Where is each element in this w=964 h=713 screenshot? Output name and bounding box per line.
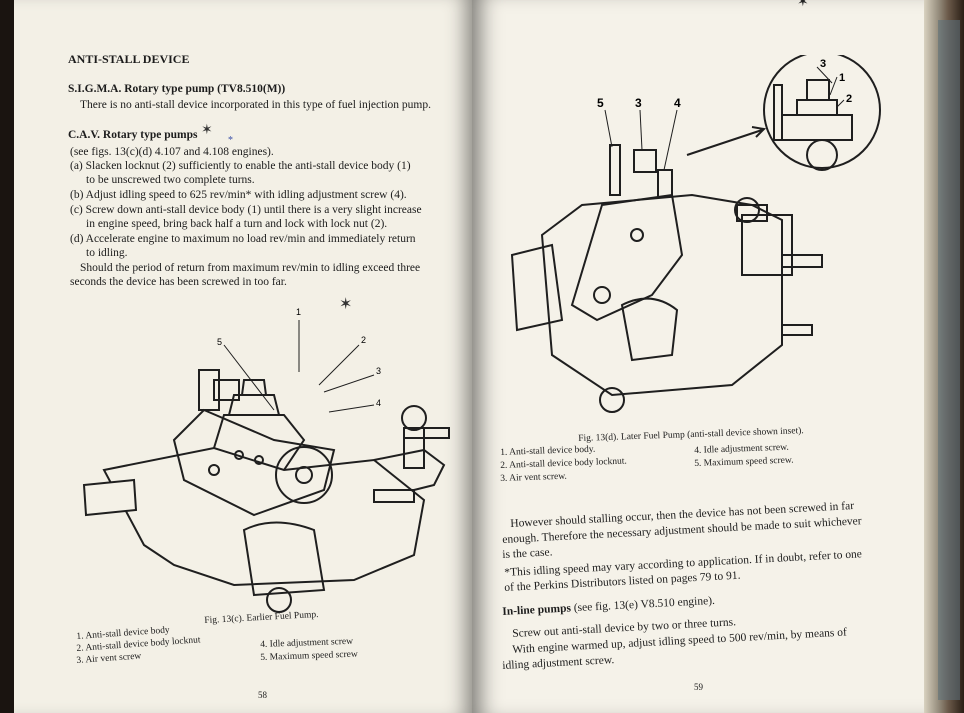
cav-line: (d) Accelerate engine to maximum no load…: [70, 233, 416, 245]
legend-item: 5. Maximum speed screw.: [694, 455, 794, 469]
section-heading: ANTI-STALL DEVICE: [68, 52, 190, 66]
callout-label: 4: [376, 398, 381, 408]
callout-label: 3: [376, 366, 381, 376]
inline-ref: (see fig. 13(e) V8.510 engine).: [573, 594, 716, 615]
callout-label: 3: [635, 96, 642, 110]
sigma-text: There is no anti-stall device incorporat…: [80, 99, 431, 111]
legend-item: 3. Air vent screw.: [500, 471, 568, 484]
inset-callout-label: 1: [839, 72, 845, 84]
left-page: ANTI-STALL DEVICE S.I.G.M.A. Rotary type…: [14, 0, 472, 713]
cav-line: in engine speed, bring back half a turn …: [86, 218, 388, 230]
callout-label: 4: [674, 96, 681, 110]
asterisk-mark: ✶: [797, 0, 809, 10]
book-edge-shadow: [938, 20, 960, 700]
sigma-heading: S.I.G.M.A. Rotary type pump (TV8.510(M)): [68, 83, 286, 95]
cav-line: to idling.: [86, 247, 128, 259]
cav-line: Should the period of return from maximum…: [80, 262, 421, 274]
inset-callout-label: 2: [846, 93, 852, 105]
cav-heading: C.A.V. Rotary type pumps: [68, 129, 198, 141]
para-line: is the case.: [502, 546, 553, 561]
cav-line: (see figs. 13(c)(d) 4.107 and 4.108 engi…: [70, 146, 274, 158]
cav-line: to be unscrewed two complete turns.: [86, 174, 255, 186]
fuel-pump-figure-13d: 5 3 4 3 1 2: [510, 55, 881, 413]
cav-line: (b) Adjust idling speed to 625 rev/min* …: [70, 189, 407, 201]
legend-item: 5. Maximum speed screw: [260, 649, 358, 663]
inline-heading-row: In-line pumps (see fig. 13(e) V8.510 eng…: [502, 595, 715, 618]
callout-label: 5: [217, 337, 222, 347]
cav-line: seconds the device has been screwed in t…: [70, 276, 287, 288]
blue-asterisk: *: [228, 135, 233, 146]
inline-heading: In-line pumps: [502, 602, 572, 618]
inset-callout-label: 3: [820, 58, 826, 70]
asterisk-mark: ✶: [201, 123, 213, 138]
fuel-pump-figure-13c: 1 2 3 4 5: [82, 307, 450, 613]
cav-line: (c) Screw down anti-stall device body (1…: [70, 204, 422, 216]
right-page: ✶: [472, 0, 924, 713]
callout-label: 5: [597, 96, 604, 110]
cav-line: (a) Slacken locknut (2) sufficiently to …: [70, 160, 411, 172]
page-number: 58: [258, 690, 267, 700]
page-number: 59: [694, 682, 703, 692]
callout-label: 1: [296, 307, 301, 317]
asterisk-mark: ✶: [339, 296, 353, 313]
callout-label: 2: [361, 335, 366, 345]
